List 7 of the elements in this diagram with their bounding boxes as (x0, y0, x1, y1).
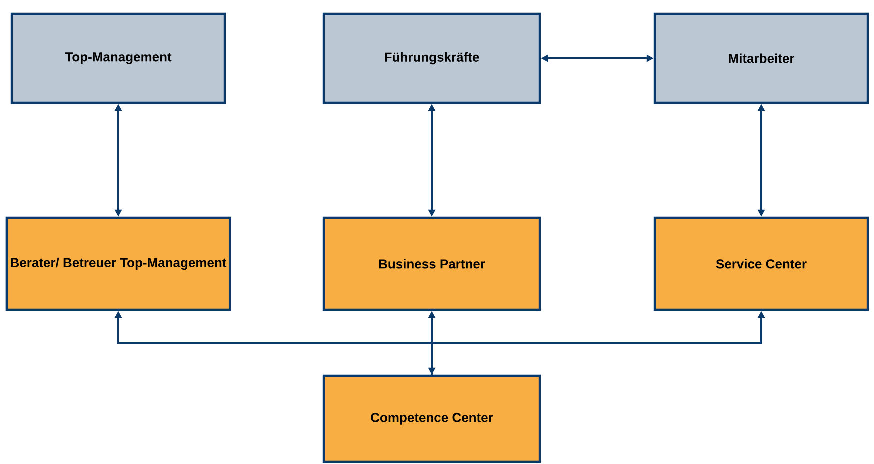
process-box: Top-Management (10, 12, 226, 104)
process-box: Business Partner (322, 216, 542, 312)
process-box: Mitarbeiter (654, 12, 870, 104)
process-box: Führungskräfte (322, 12, 542, 104)
process-box: Berater/ Betreuer Top-Management (6, 216, 232, 312)
process-box: Competence Center (322, 374, 542, 464)
process-box: Service Center (654, 216, 870, 312)
